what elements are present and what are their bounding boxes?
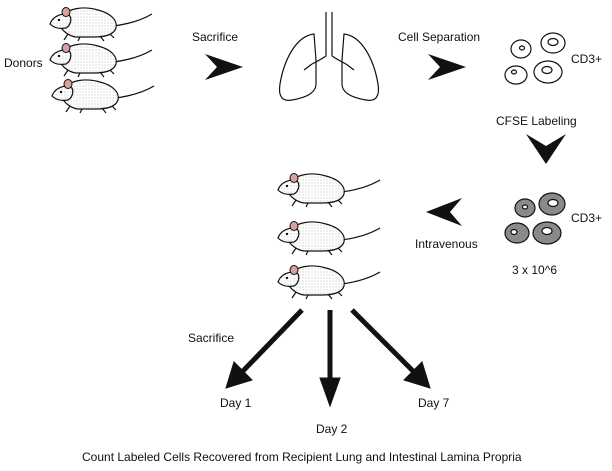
cell-separation-label: Cell Separation [398,30,481,44]
mouse-icon [51,78,155,114]
mouse-icon [277,264,381,300]
sacrifice-top-label: Sacrifice [192,30,239,44]
chevron-arrow-icon [428,54,466,80]
recipient-mice [277,172,381,300]
cd3-labeled-label: CD3+ [571,211,603,225]
day1-label: Day 1 [220,396,252,410]
mouse-icon [49,6,153,42]
footer-caption: Count Labeled Cells Recovered from Recip… [82,450,522,464]
outcome-arrows [225,308,431,408]
unlabeled-cells-icon [504,32,566,85]
donor-mice [49,6,155,114]
down-arrow-icon [225,361,253,389]
cfse-labeling-label: CFSE Labeling [496,114,577,128]
day7-label: Day 7 [418,396,450,410]
down-arrow-icon [319,377,341,408]
cell-count-label: 3 x 10^6 [512,263,557,277]
labeled-cells-icon [504,192,566,245]
chevron-arrow-icon [205,54,243,80]
down-arrow-icon [403,361,431,389]
day2-label: Day 2 [316,422,348,436]
lungs-icon [278,12,380,101]
mouse-icon [49,42,153,78]
intravenous-label: Intravenous [415,237,478,251]
sacrifice-bottom-label: Sacrifice [188,331,235,345]
mouse-icon [277,220,381,256]
cd3-top-label: CD3+ [571,52,603,66]
mouse-icon [277,172,381,208]
donors-label: Donors [4,56,43,70]
chevron-arrow-icon [526,134,566,164]
chevron-arrow-icon [426,198,462,226]
